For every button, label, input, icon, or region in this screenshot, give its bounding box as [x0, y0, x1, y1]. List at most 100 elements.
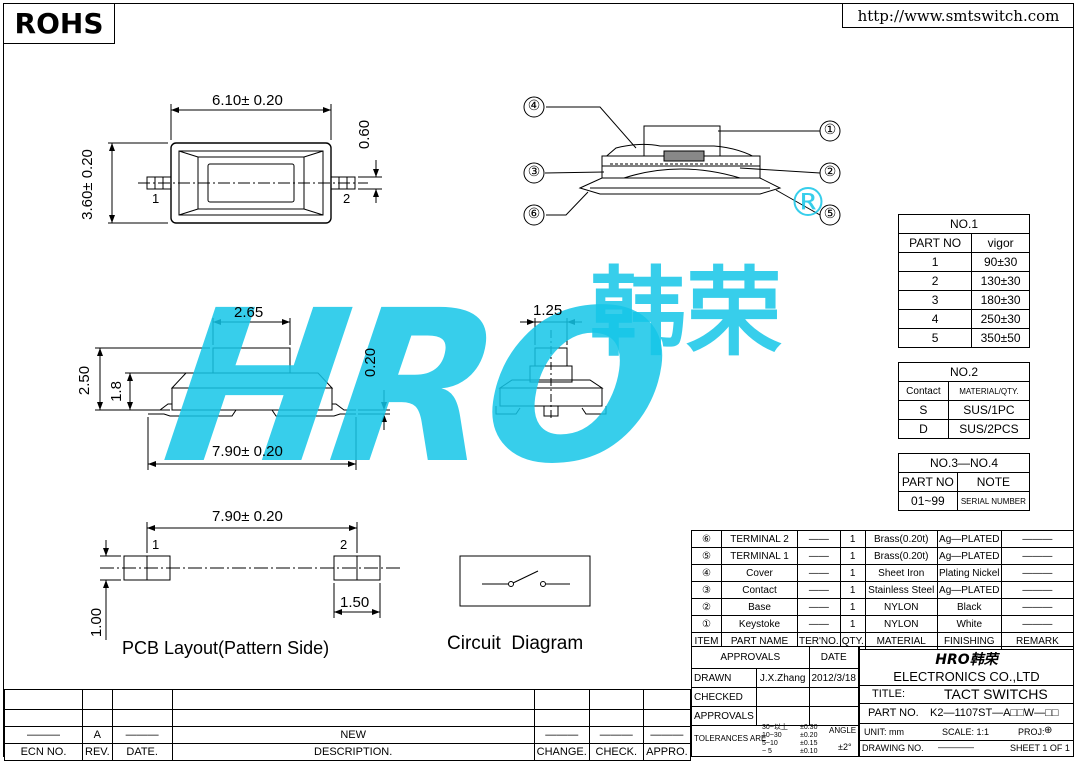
angle-value: ±2°: [838, 742, 852, 752]
title-row: TITLE: TACT SWITCHS: [859, 686, 1074, 704]
cell: 01~99: [898, 491, 958, 511]
callout-3: ③: [527, 163, 541, 179]
cell: ——: [797, 598, 841, 616]
pcb-layout: [100, 522, 400, 640]
tolerance-block: TOLERANCES ARE 30~以上 10~30 5~10 ~ 5 ±0.3…: [691, 724, 859, 757]
cell: SERIAL NUMBER: [956, 491, 1031, 511]
header-change: CHANGE.: [533, 743, 590, 761]
cell: 3: [897, 290, 973, 310]
unit-row: UNIT: mm SCALE: 1:1 PROJ: ⊕: [859, 724, 1074, 741]
cell: ———: [1000, 564, 1075, 582]
cell: 350±50: [971, 328, 1030, 348]
part-no-value: K2—1107ST—A□□W—□□: [930, 707, 1059, 719]
cell: ———: [1000, 615, 1075, 633]
title-label: TITLE:: [872, 688, 906, 700]
cell: White: [936, 615, 1002, 633]
sheet-value: SHEET 1 OF 1: [1010, 743, 1070, 753]
section-view: [523, 96, 841, 226]
cell: 1: [839, 564, 866, 582]
pin1-pcb: 1: [152, 537, 160, 552]
cell: ——: [797, 564, 841, 582]
callout-1: ①: [823, 121, 837, 137]
header-date: DATE.: [111, 743, 173, 761]
cell: Cover: [721, 564, 798, 582]
serial-header-part: PART NO: [898, 472, 958, 492]
header-ecn: ECN NO.: [4, 743, 83, 761]
cell: 130±30: [971, 271, 1030, 291]
unit-value: UNIT: mm: [864, 727, 904, 737]
drawn-date: 2012/3/18: [808, 668, 859, 688]
cell: ②: [691, 598, 722, 616]
cell: MATERIAL: [864, 632, 938, 650]
cell: 1: [839, 547, 866, 565]
drawing-no-value: ————: [938, 742, 974, 752]
cell: 1: [839, 581, 866, 599]
cell: ——: [797, 581, 841, 599]
cell: NYLON: [864, 615, 938, 633]
cell: PART NAME: [721, 632, 798, 650]
rev-appro: ———: [642, 726, 692, 744]
dim-pad-width: 1.50: [340, 594, 370, 611]
url-box: http://www.smtswitch.com: [842, 4, 1074, 28]
cell: ⑤: [691, 547, 722, 565]
cell: 1: [897, 252, 973, 272]
top-view: [108, 104, 382, 224]
cell: ———: [1000, 598, 1075, 616]
header-check: CHECK.: [588, 743, 644, 761]
cell: 5: [897, 328, 973, 348]
cell: ———: [1000, 581, 1075, 599]
force-header-part: PART NO: [897, 233, 973, 253]
tol-range: 10~30: [762, 732, 782, 739]
angle-label: ANGLE: [829, 726, 857, 735]
date-label: DATE: [808, 646, 859, 669]
callout-5: ⑤: [823, 205, 837, 221]
cell: ⑥: [691, 530, 722, 548]
drawn-label: DRAWN: [691, 668, 757, 688]
cell: ——: [797, 547, 841, 565]
dim-top-height: 3.60± 0.20: [78, 149, 96, 220]
cell: SUS/1PC: [947, 400, 1031, 420]
title-value: TACT SWITCHS: [944, 686, 1048, 702]
cell: Sheet Iron: [864, 564, 938, 582]
serial-table-title: NO.3—NO.4: [898, 453, 1030, 473]
dim-body-height: 1.8: [107, 381, 125, 402]
contact-header: Contact: [898, 381, 949, 401]
cell: Contact: [721, 581, 798, 599]
cell: 1: [839, 615, 866, 633]
rohs-label: ROHS: [14, 7, 104, 40]
cell: Brass(0.20t): [864, 530, 938, 548]
revision-table: ——— A ——— NEW ——— ——— ——— ECN NO. REV. D…: [4, 689, 692, 761]
cell: 2: [897, 271, 973, 291]
header-rev: REV.: [82, 743, 113, 761]
tol-range: ~ 5: [762, 748, 772, 755]
tol-value: ±0.15: [800, 740, 818, 747]
part-no-label: PART NO.: [868, 707, 919, 719]
dim-stem-width: 2.65: [234, 304, 264, 321]
cell: Stainless Steel: [864, 581, 938, 599]
cell: Black: [936, 598, 1002, 616]
dim-total-height: 2.50: [76, 365, 94, 396]
projection-icon: ⊕: [1044, 725, 1053, 736]
rev-change: ———: [533, 726, 590, 744]
company-logo: HRO韩荣 ELECTRONICS CO.,LTD: [859, 646, 1074, 686]
cell: ④: [691, 564, 722, 582]
tolerances-label: TOLERANCES ARE: [694, 734, 767, 743]
website-url[interactable]: http://www.smtswitch.com: [857, 6, 1060, 25]
checked-label: CHECKED: [691, 687, 757, 707]
tol-range: 30~以上: [762, 724, 788, 731]
cell: ———: [1000, 530, 1075, 548]
cell: Ag—PLATED: [936, 530, 1002, 548]
end-view: [495, 318, 607, 420]
cell: 1: [839, 598, 866, 616]
